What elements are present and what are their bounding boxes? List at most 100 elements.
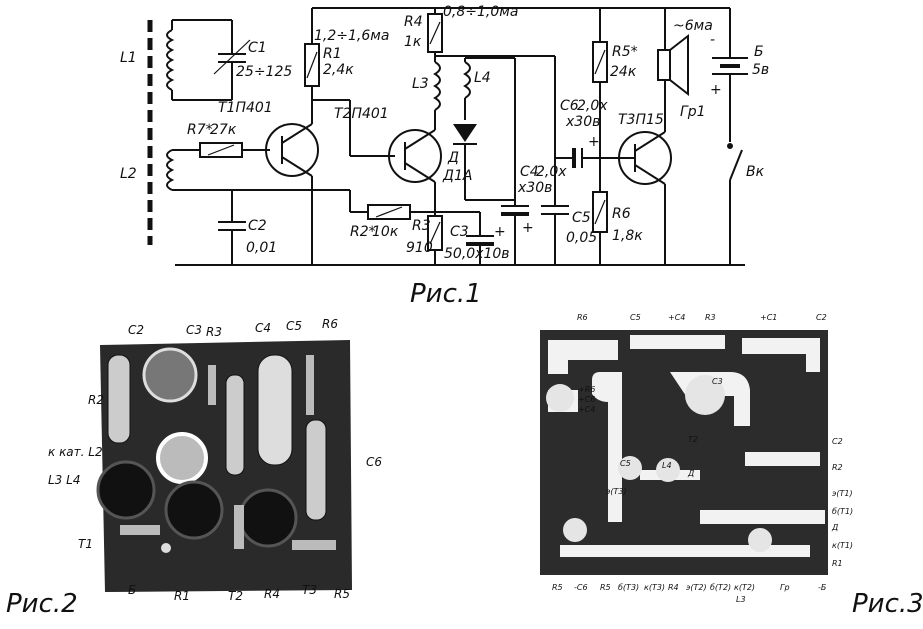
pcb-label-top: +C4 (668, 313, 685, 322)
plus-sign: + (588, 134, 600, 150)
photo-label-t3: T3 (302, 583, 317, 597)
label-c4: C4 (520, 164, 539, 180)
pcb-trace (700, 510, 825, 524)
label-c4-value2: x30в (517, 180, 552, 196)
pcb-label-inner: L4 (662, 461, 672, 470)
photo-label-kat-l2: к кат. L2 (48, 445, 103, 459)
photo-label-r4: R4 (264, 587, 280, 601)
label-d-value: Д1А (442, 168, 472, 184)
pcb-label-left: +R6 (578, 385, 595, 394)
label-r5: R5* (612, 44, 638, 60)
figure-1-caption: Рис.1 (410, 279, 482, 309)
pcb-label-top: R3 (705, 313, 716, 322)
inductor-l4 (463, 61, 471, 99)
speaker-body (657, 49, 671, 81)
inductor-l1 (166, 29, 175, 91)
label-r3-value: 910 (406, 240, 433, 256)
pcb-label-right: Д (831, 523, 838, 532)
label-gr1: Гр1 (680, 104, 706, 120)
pcb-pad (656, 458, 680, 482)
pcb-trace (742, 338, 820, 372)
speaker-cone (669, 33, 689, 97)
label-b: Б (754, 44, 764, 60)
pcb-label-bottom: к(T2) (734, 583, 755, 592)
inductor-l2 (166, 149, 175, 191)
photo-label-c5: C5 (286, 319, 302, 333)
component-t2 (164, 480, 224, 540)
component-t3 (238, 488, 298, 548)
label-r7-value: 27к (210, 122, 237, 138)
component-c2 (107, 354, 131, 444)
pcb-label-inner: C5 (620, 459, 631, 468)
photo-label-l3-l4: L3 L4 (48, 473, 80, 487)
pcb-label-l3: L3 (736, 595, 746, 604)
label-r1: R1 (323, 46, 342, 62)
photo-label-c3: C3 (186, 323, 202, 337)
photo-label-r5: R5 (334, 587, 350, 601)
pcb-label-bottom: R4 (668, 583, 679, 592)
label-r5-value: 24к (610, 64, 637, 80)
switch-vk (729, 149, 743, 181)
pcb-label-right: R2 (832, 463, 843, 472)
component-r4 (234, 505, 244, 549)
capacitor-c3-plate (466, 242, 494, 246)
schematic: L1 C1 25÷125 L2 R7* 27к T1П401 C2 0,01 (120, 4, 769, 309)
pcb-pad (546, 384, 574, 412)
transistor-collector (634, 131, 666, 152)
label-r4: R4 (404, 14, 423, 30)
pcb-trace (548, 340, 618, 374)
diode (453, 124, 477, 142)
pcb-layout: R6 C5 +C4 R3 +C1 C2 +R6 +C6 +C4 C2 R2 э(… (540, 313, 923, 619)
component-l3-l4 (156, 432, 208, 484)
switch-contact (727, 143, 733, 149)
pcb-label-bottom: б(T2) (710, 583, 731, 592)
transistor-t1 (265, 123, 319, 177)
photo-label-t2: T2 (228, 589, 243, 603)
resistor-slash (594, 49, 606, 75)
pcb-label-right: R1 (832, 559, 843, 568)
label-c1-value: 25÷125 (236, 64, 292, 80)
pcb-label-right: к(T1) (832, 541, 853, 550)
label-current-speaker: ~6ма (673, 18, 713, 34)
pcb-label-right: э(T1) (832, 489, 853, 498)
pcb-label-right: C2 (832, 437, 843, 446)
pcb-label-top: R6 (577, 313, 588, 322)
transistor-emitter (404, 162, 436, 183)
pcb-label-bottom: к(T3) (644, 583, 665, 592)
pcb-trace (630, 335, 725, 349)
resistor-slash (375, 206, 403, 218)
photo-label-r6: R6 (322, 317, 338, 331)
transistor-collector (404, 129, 436, 150)
pcb-label-right: б(T1) (832, 507, 853, 516)
label-r2: R2* (350, 224, 376, 240)
pcb-label-bottom: э(T2) (686, 583, 707, 592)
label-c6-value: 2,0x (577, 98, 608, 114)
label-r6-value: 1,8к (612, 228, 643, 244)
photo-label-t1: T1 (78, 537, 93, 551)
label-b-value: 5в (752, 62, 769, 78)
pcb-label-inner: э(T3) (606, 487, 627, 496)
component-r1 (120, 525, 160, 535)
component-c3 (142, 347, 198, 403)
resistor-slash (429, 21, 441, 45)
label-c6: C6 (560, 98, 579, 114)
battery-plus: + (710, 82, 722, 98)
photo-label-r3: R3 (206, 325, 222, 339)
battery-minus: - (710, 32, 715, 48)
photo-label-r2: R2 (88, 393, 104, 407)
pcb-pad (685, 375, 725, 415)
inductor-l3 (433, 61, 441, 111)
component-r6 (306, 355, 314, 415)
pcb-label-bottom: -Б (818, 583, 827, 592)
component-r5 (292, 540, 336, 550)
pcb-pad (563, 518, 587, 542)
label-t3: T3П15 (618, 112, 664, 128)
pcb-pad (618, 456, 642, 480)
pcb-label-bottom: R5 (600, 583, 611, 592)
label-r6: R6 (612, 206, 631, 222)
transistor-emitter (281, 156, 313, 177)
label-r3: R3 (412, 218, 431, 234)
transistor-t3 (618, 131, 672, 185)
resistor-slash (207, 144, 235, 156)
